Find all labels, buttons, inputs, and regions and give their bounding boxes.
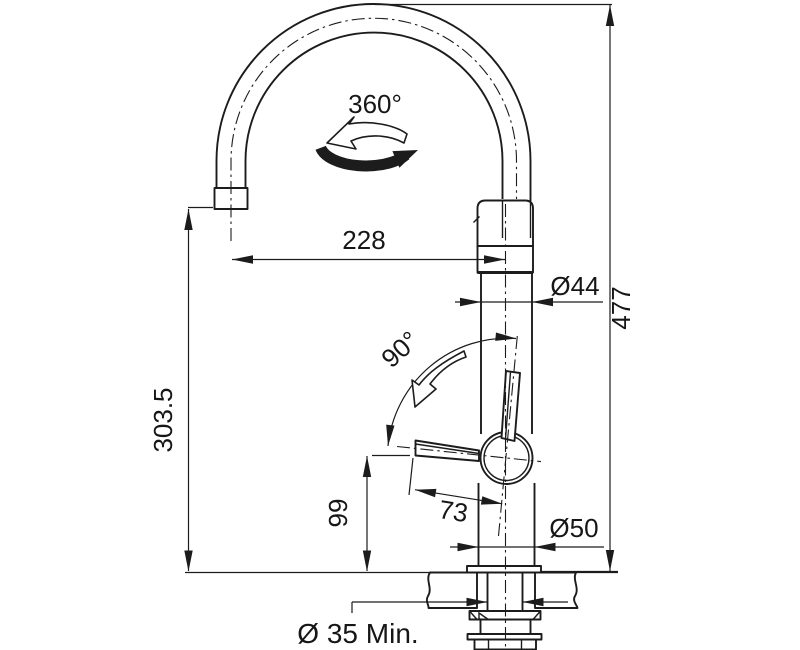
dimension-total-height: 477 [375,3,636,573]
spout-center-arc [230,17,518,241]
dimensions: 228 303.5 477 Ø44 [148,3,636,649]
lever-height-label: 99 [323,499,353,528]
base-plate [466,565,542,574]
dimension-spout-outlet-height: 303.5 [148,206,213,572]
lever-horizontal-inner-line [415,443,480,455]
swivel-symbol: 360° [315,89,418,172]
swing-arc-arrow-bottom [386,424,395,446]
rotation-arrow-icon [392,150,418,168]
base-diameter-label: Ø50 [549,513,598,543]
lever-swing-annotation: 90° [375,325,517,447]
spout-outer-arc [215,3,532,201]
dimension-lever-length: 73 [408,457,503,528]
counter-slab-left [425,571,478,609]
swing-direction-arrow-icon [411,350,467,408]
dimension-base-diameter: Ø50 [450,513,604,552]
center-lines [230,17,542,648]
washer-chamfer [532,610,542,620]
spout-inner-arc [244,31,504,199]
counter-slab-right [534,571,579,609]
lever-raised-axis [497,335,518,537]
dimension-body-diameter: Ø44 [455,271,603,307]
rotation-band-icon [315,145,410,172]
washer-chamfer [468,610,478,620]
spout-outlet-height-label: 303.5 [148,387,178,452]
swing-arc-arrow-top [495,332,517,341]
lever-horizontal [414,439,480,462]
mounting-hole-label: Ø 35 Min. [297,618,418,649]
spout-reach-label: 228 [342,225,385,255]
lever-raised [500,370,521,442]
lever-swing-angle-label: 90° [375,325,424,374]
dimension-spout-reach: 228 [232,225,505,264]
lever-raised-inner-line [504,371,512,440]
dimension-mounting-hole: Ø 35 Min. [297,597,568,649]
lever-horizontal-axis [396,445,542,463]
dimension-lever-height: 99 [323,454,410,572]
total-height-label: 477 [606,286,636,329]
swivel-rotation-label: 360° [348,89,402,119]
lever-length-label: 73 [437,494,470,528]
swing-arc [387,337,517,447]
body-diameter-label: Ø44 [550,271,599,301]
collar-detail-tick [473,216,480,223]
rotation-counter-arrow-icon [326,116,408,150]
